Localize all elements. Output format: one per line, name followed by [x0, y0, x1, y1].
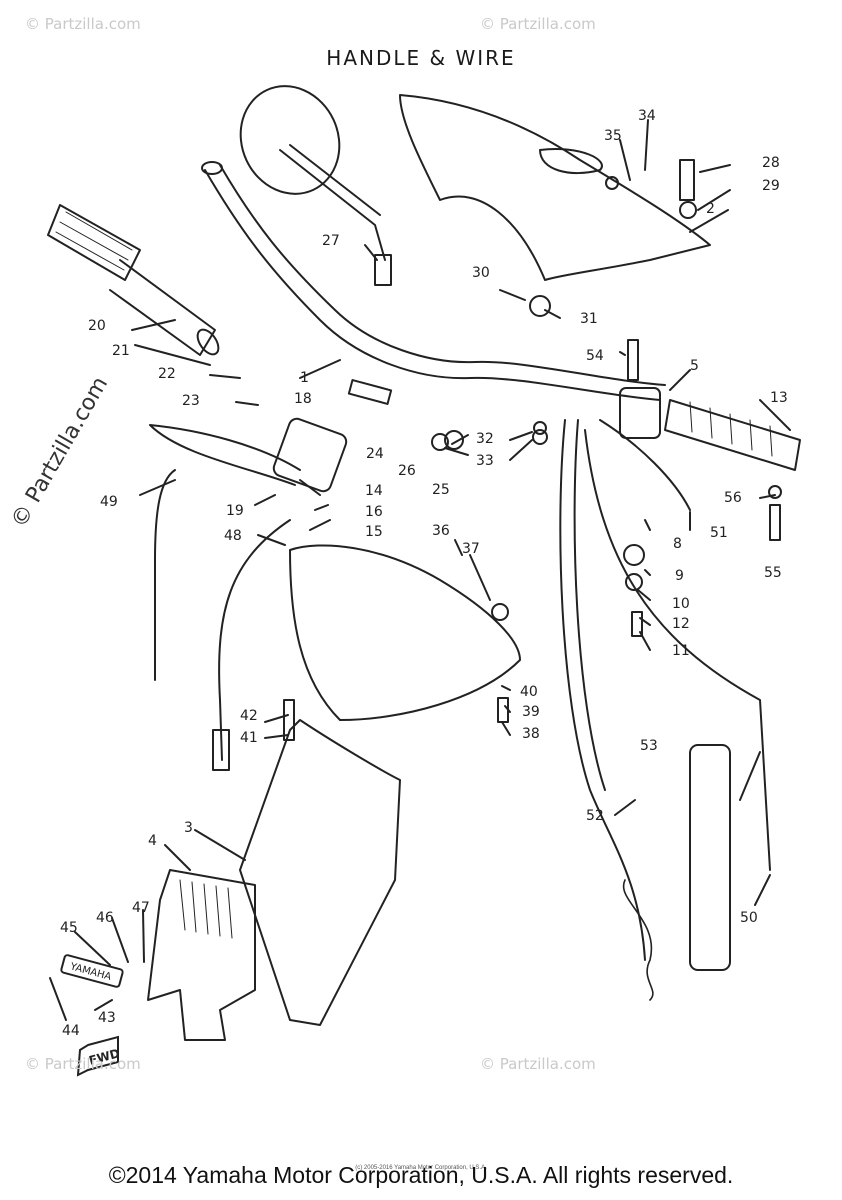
part-callout-22: 22 [158, 366, 176, 382]
part-callout-26: 26 [398, 463, 416, 479]
watermark-faint: © Partzilla.com [480, 1055, 596, 1073]
part-callout-48: 48 [224, 528, 242, 544]
right-cable [559, 419, 646, 961]
part-callout-49: 49 [100, 494, 118, 510]
part-callout-23: 23 [182, 393, 200, 409]
watermark-faint: © Partzilla.com [25, 1055, 141, 1073]
part-callout-50: 50 [740, 910, 758, 926]
part-callout-18: 18 [294, 391, 312, 407]
right-grip [664, 399, 801, 471]
part-callout-35: 35 [604, 128, 622, 144]
part-callout-42: 42 [240, 708, 258, 724]
part-callout-30: 30 [472, 265, 490, 281]
part-callout-34: 34 [638, 108, 656, 124]
yamaha-emblem [60, 954, 124, 988]
part-callout-15: 15 [365, 524, 383, 540]
part-callout-27: 27 [322, 233, 340, 249]
part-callout-53: 53 [640, 738, 658, 754]
part-callout-24: 24 [366, 446, 384, 462]
part-callout-37: 37 [462, 541, 480, 557]
cable-sleeve [689, 744, 731, 971]
part-callout-1: 1 [300, 370, 309, 386]
part-callout-46: 46 [96, 910, 114, 926]
part-callout-2: 2 [706, 201, 715, 217]
part-callout-11: 11 [672, 643, 690, 659]
part-callout-56: 56 [724, 490, 742, 506]
watermark-faint: © Partzilla.com [25, 15, 141, 33]
part-callout-12: 12 [672, 616, 690, 632]
part-callout-47: 47 [132, 900, 150, 916]
part-callout-28: 28 [762, 155, 780, 171]
part-callout-51: 51 [710, 525, 728, 541]
left-grip [47, 204, 141, 281]
part-callout-20: 20 [88, 318, 106, 334]
part-callout-39: 39 [522, 704, 540, 720]
part-callout-41: 41 [240, 730, 258, 746]
front-panel [147, 869, 256, 1041]
column-cover [239, 719, 401, 1026]
part-callout-29: 29 [762, 178, 780, 194]
copyright-footer: ©2014 Yamaha Motor Corporation, U.S.A. A… [108, 1162, 734, 1188]
part-callout-54: 54 [586, 348, 604, 364]
left-lever [149, 424, 301, 486]
part-callout-36: 36 [432, 523, 450, 539]
fwd-arrow [76, 1035, 119, 1077]
lower-handle-cover [289, 544, 521, 721]
part-callout-4: 4 [148, 833, 157, 849]
part-callout-52: 52 [586, 808, 604, 824]
part-callout-33: 33 [476, 453, 494, 469]
left-cable [218, 519, 291, 761]
upper-handle-cover [399, 94, 711, 281]
part-callout-40: 40 [520, 684, 538, 700]
part-callout-32: 32 [476, 431, 494, 447]
part-callout-3: 3 [184, 820, 193, 836]
handlebar-tube [204, 169, 661, 401]
part-callout-9: 9 [675, 568, 684, 584]
part-callout-5: 5 [690, 358, 699, 374]
part-callout-21: 21 [112, 343, 130, 359]
part-callout-44: 44 [62, 1023, 80, 1039]
part-callout-43: 43 [98, 1010, 116, 1026]
part-callout-10: 10 [672, 596, 690, 612]
part-callout-31: 31 [580, 311, 598, 327]
part-callout-14: 14 [365, 483, 383, 499]
part-callout-45: 45 [60, 920, 78, 936]
diagram-title: HANDLE & WIRE [326, 46, 516, 70]
small-credit: (c) 2005-2016 Yamaha Motor Corporation, … [355, 1165, 487, 1171]
part-callout-16: 16 [365, 504, 383, 520]
mirror [239, 85, 341, 195]
part-callout-55: 55 [764, 565, 782, 581]
part-callout-8: 8 [673, 536, 682, 552]
part-callout-13: 13 [770, 390, 788, 406]
part-callout-38: 38 [522, 726, 540, 742]
part-callout-25: 25 [432, 482, 450, 498]
part-callout-19: 19 [226, 503, 244, 519]
watermark-faint: © Partzilla.com [480, 15, 596, 33]
